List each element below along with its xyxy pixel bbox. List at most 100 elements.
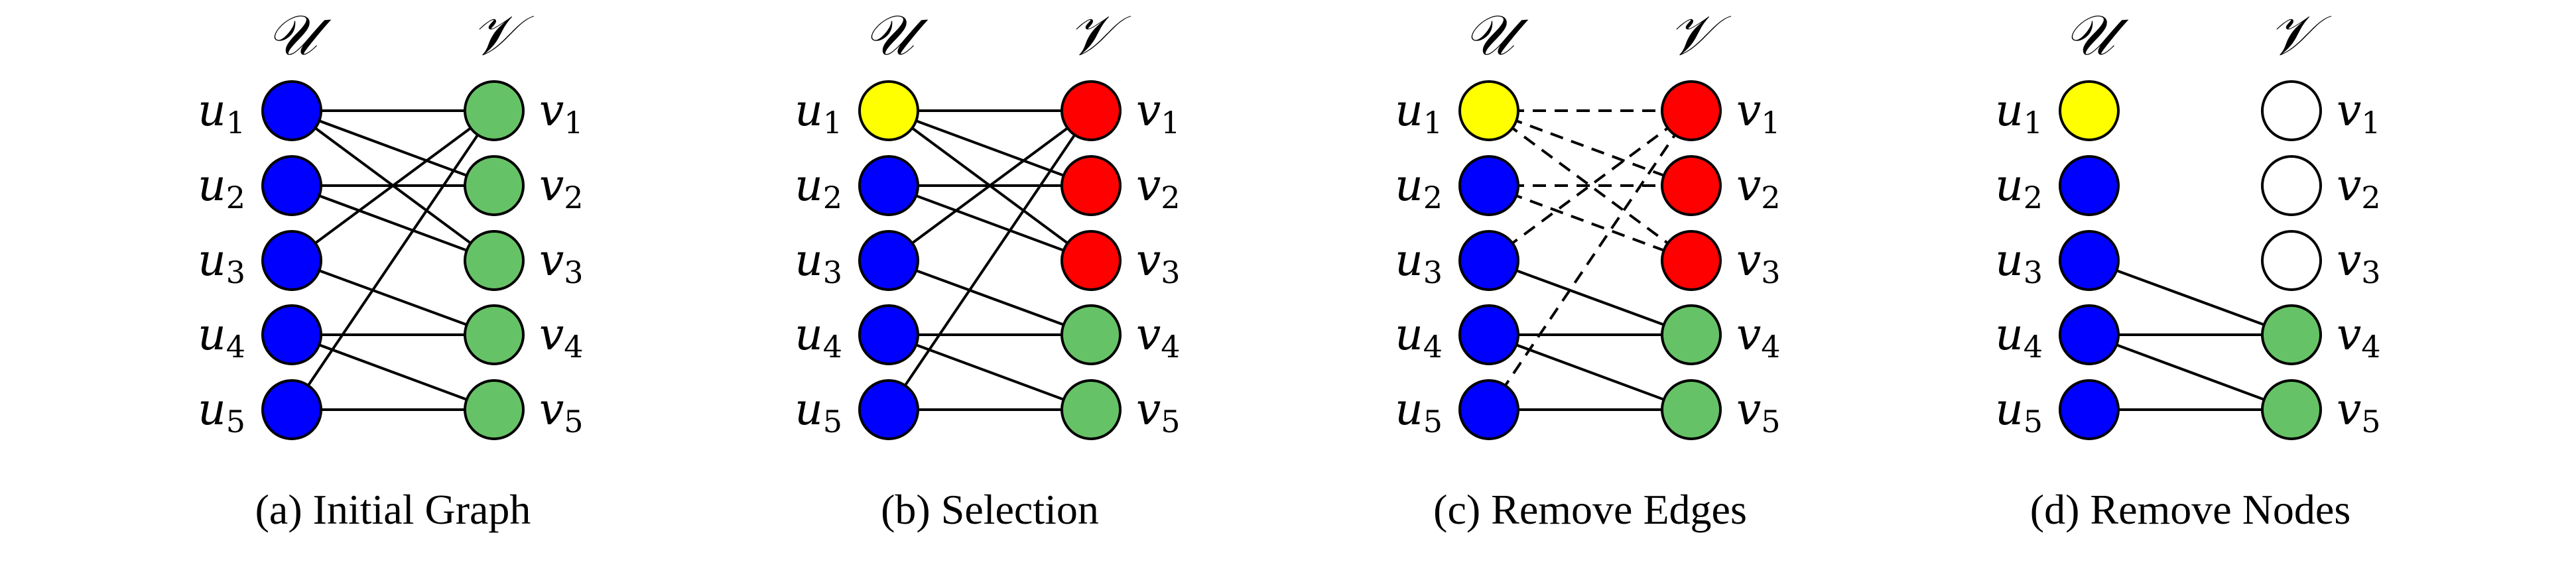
node-u2 — [261, 155, 322, 216]
edge-u3-v4 — [291, 259, 495, 336]
node-label-subscript: 5 — [1761, 404, 1780, 440]
node-label-subscript: 1 — [564, 105, 583, 141]
node-label-v1: v1 — [539, 85, 584, 141]
edge-u2-v3 — [1488, 184, 1692, 262]
node-label-name: u — [1995, 85, 2024, 136]
node-label-subscript: 2 — [2361, 180, 2380, 215]
node-label-name: u — [1395, 235, 1423, 286]
node-label-u2: u2 — [198, 160, 245, 215]
node-u2 — [2059, 155, 2120, 216]
node-label-v4: v4 — [1136, 309, 1181, 365]
node-u5 — [1458, 379, 1519, 440]
node-label-v5: v5 — [2337, 384, 2381, 440]
node-label-subscript: 4 — [226, 329, 245, 365]
node-label-v1: v1 — [1736, 85, 1781, 141]
node-label-subscript: 3 — [564, 255, 583, 290]
node-label-subscript: 3 — [1761, 255, 1780, 290]
set-v-label: 𝒱 — [1068, 3, 1131, 68]
node-label-subscript: 1 — [823, 105, 842, 141]
panel-caption: (c) Remove Edges — [1433, 486, 1747, 533]
node-v4 — [1661, 304, 1722, 365]
node-label-name: v — [2337, 235, 2361, 286]
node-label-subscript: 2 — [823, 180, 842, 215]
node-u4 — [1458, 304, 1519, 365]
node-label-name: u — [1995, 160, 2024, 211]
panel-caption: (d) Remove Nodes — [2030, 486, 2351, 533]
node-v4 — [464, 304, 525, 365]
node-label-v3: v3 — [2337, 235, 2381, 290]
node-label-name: u — [1995, 235, 2024, 286]
node-v2 — [1061, 155, 1122, 216]
node-label-name: v — [539, 85, 564, 136]
node-v3 — [1661, 230, 1722, 291]
node-label-subscript: 2 — [1161, 180, 1180, 215]
node-label-name: u — [795, 309, 823, 360]
node-label-name: u — [1395, 309, 1423, 360]
node-label-v1: v1 — [1136, 85, 1181, 141]
node-u4 — [261, 304, 322, 365]
node-v1 — [464, 80, 525, 141]
node-label-name: v — [1136, 85, 1161, 136]
node-label-u1: u1 — [1395, 85, 1443, 141]
node-label-subscript: 4 — [2361, 329, 2380, 365]
set-u-label: 𝒰 — [267, 3, 332, 68]
node-label-name: v — [1736, 235, 1761, 286]
node-label-subscript: 5 — [564, 404, 583, 440]
node-label-subscript: 5 — [2361, 404, 2380, 440]
node-label-u3: u3 — [1395, 235, 1443, 290]
node-label-name: v — [539, 309, 564, 360]
node-label-subscript: 2 — [1761, 180, 1780, 215]
node-label-name: u — [198, 235, 226, 286]
node-v1 — [1061, 80, 1122, 141]
node-label-subscript: 3 — [823, 255, 842, 290]
node-label-v5: v5 — [1136, 384, 1181, 440]
edge-u1-v2 — [1488, 109, 1692, 187]
node-label-v5: v5 — [1736, 384, 1781, 440]
node-u3 — [858, 230, 919, 291]
node-u4 — [2059, 304, 2120, 365]
edge-u5-v1 — [290, 109, 495, 411]
node-label-name: v — [2337, 160, 2361, 211]
node-label-v2: v2 — [2337, 160, 2381, 215]
node-v2 — [2261, 155, 2322, 216]
node-label-name: u — [198, 309, 226, 360]
node-u1 — [2059, 80, 2120, 141]
set-v-label: 𝒱 — [2268, 3, 2331, 68]
node-v4 — [2261, 304, 2322, 365]
node-label-name: u — [1995, 384, 2024, 435]
node-label-subscript: 4 — [564, 329, 583, 365]
node-label-subscript: 4 — [2024, 329, 2043, 365]
set-u-label: 𝒰 — [2064, 3, 2129, 68]
node-label-subscript: 5 — [823, 404, 842, 440]
set-v-label: 𝒱 — [471, 3, 534, 68]
node-label-name: v — [1136, 160, 1161, 211]
node-label-name: v — [1136, 309, 1161, 360]
node-label-subscript: 4 — [1423, 329, 1443, 365]
node-label-v2: v2 — [539, 160, 584, 215]
node-label-v5: v5 — [539, 384, 584, 440]
node-label-subscript: 1 — [226, 105, 245, 141]
node-v3 — [1061, 230, 1122, 291]
node-v5 — [1661, 379, 1722, 440]
node-label-subscript: 5 — [1423, 404, 1443, 440]
node-label-subscript: 1 — [1161, 105, 1180, 141]
node-label-u1: u1 — [795, 85, 842, 141]
node-label-name: v — [1736, 309, 1761, 360]
node-label-name: v — [2337, 384, 2361, 435]
node-label-subscript: 4 — [1761, 329, 1780, 365]
edge-u1-v2 — [291, 109, 495, 187]
node-v3 — [464, 230, 525, 291]
node-label-subscript: 1 — [2024, 105, 2043, 141]
node-label-subscript: 3 — [1161, 255, 1180, 290]
edge-u3-v1 — [290, 109, 495, 262]
node-label-subscript: 2 — [1423, 180, 1443, 215]
node-u4 — [858, 304, 919, 365]
node-label-name: v — [2337, 309, 2361, 360]
node-label-u2: u2 — [1395, 160, 1443, 215]
node-u5 — [261, 379, 322, 440]
node-label-v4: v4 — [539, 309, 584, 365]
node-label-name: u — [795, 85, 823, 136]
node-label-name: u — [198, 85, 226, 136]
node-label-u5: u5 — [795, 384, 842, 440]
